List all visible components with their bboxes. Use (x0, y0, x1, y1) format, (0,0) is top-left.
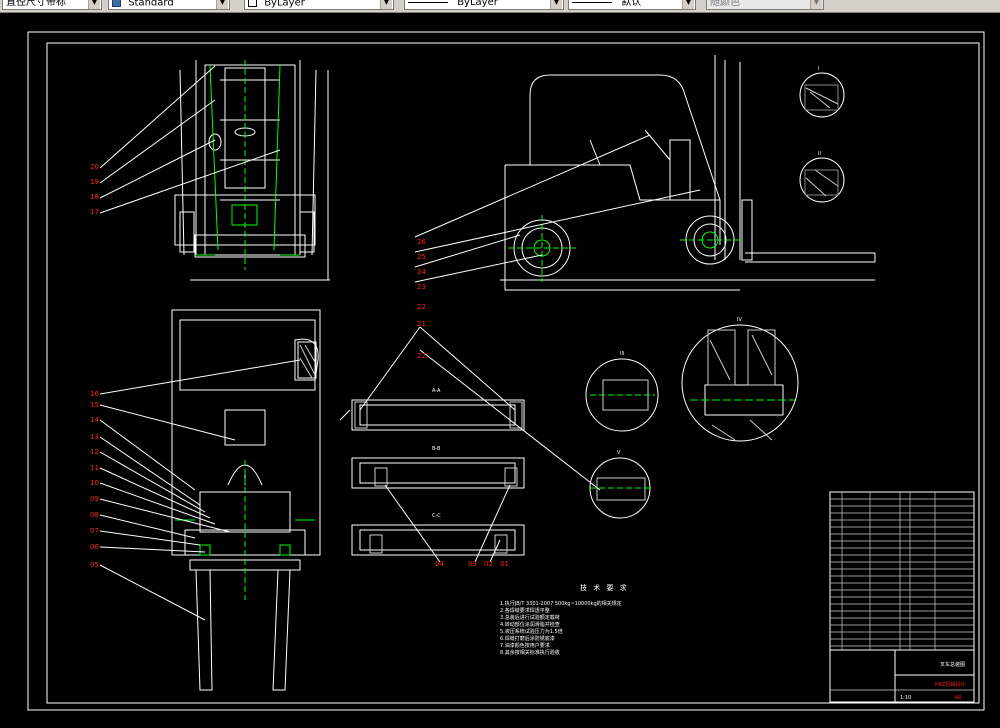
color-value: 随颜色 (710, 0, 740, 8)
leader-label-12[interactable]: 12 (90, 448, 99, 456)
leader-label-22[interactable]: 22 (417, 303, 426, 311)
note-line-1: 1.执行JB/T 3301-2007 500kg~10000kg的相关规定 (500, 600, 622, 607)
leader-label-14[interactable]: 14 (90, 416, 99, 424)
section-label-iii: III (620, 351, 624, 357)
section-label-a: A-A (432, 388, 441, 394)
layer-color-swatch-icon (248, 0, 257, 7)
technical-notes: 技 术 要 求 1.执行JB/T 3301-2007 500kg~10000kg… (500, 583, 629, 656)
lineweight-select[interactable]: 默认 ▼ (568, 0, 696, 10)
leader-label-20[interactable]: 20 (90, 163, 99, 171)
leader-label-22b[interactable]: 22 (417, 352, 426, 360)
drawing-canvas[interactable]: 20 19 18 17 26 25 24 23 22 21 22 16 15 1… (0, 12, 1000, 728)
section-label-c: C-C (432, 513, 441, 519)
dimstyle-select[interactable]: 直径尺寸带标 ▼ (2, 0, 102, 10)
chevron-down-icon[interactable]: ▼ (88, 0, 100, 9)
leader-labels: 20 19 18 17 26 25 24 23 22 21 22 16 15 1… (90, 163, 509, 569)
section-labels: A-A B-B C-C I II III IV V (432, 66, 821, 519)
linetype-select[interactable]: ByLayer ▼ (404, 0, 564, 10)
chevron-down-icon[interactable]: ▼ (550, 0, 562, 9)
leader-label-19[interactable]: 19 (90, 178, 99, 186)
chevron-down-icon[interactable]: ▼ (810, 0, 822, 9)
drawing-school: HKZ机械设计 (935, 681, 965, 688)
sheet-border (27, 31, 985, 711)
title-block (829, 491, 975, 703)
textstyle-select[interactable]: Standard ▼ (108, 0, 230, 10)
leader-label-26[interactable]: 26 (417, 238, 426, 246)
drawing-scale: 1:10 (900, 695, 911, 701)
properties-toolbar: 直径尺寸带标 ▼ Standard ▼ ByLayer ▼ ByLayer ▼ … (0, 0, 1000, 13)
leader-label-02[interactable]: 02 (484, 560, 493, 568)
mid-detail-views (339, 326, 601, 563)
detail-circles (585, 324, 799, 519)
leader-label-06[interactable]: 06 (90, 543, 99, 551)
leader-label-09[interactable]: 09 (90, 495, 99, 503)
linetype-value: ByLayer (457, 0, 498, 8)
chevron-down-icon[interactable]: ▼ (216, 0, 228, 9)
lineweight-value: 默认 (621, 0, 642, 8)
section-label-iv: IV (737, 317, 742, 323)
note-line-8: 8.其余按相关标准执行验收 (500, 649, 560, 656)
leader-label-16[interactable]: 16 (90, 390, 99, 398)
drawing-sheet: A0 (955, 695, 962, 701)
note-line-2: 2.各焊缝要求焊透平整 (500, 607, 550, 614)
section-label-ii: II (818, 151, 821, 157)
leader-label-25[interactable]: 25 (417, 253, 426, 261)
leader-label-15[interactable]: 15 (90, 401, 99, 409)
textstyle-value: Standard (128, 0, 174, 9)
leader-label-13[interactable]: 13 (90, 433, 99, 441)
section-circles-top (799, 72, 845, 203)
layer-value: ByLayer (264, 0, 305, 9)
leader-label-23[interactable]: 23 (417, 283, 426, 291)
note-line-5: 5.液压系统试验压力为1.5倍 (500, 628, 563, 635)
layer-select[interactable]: ByLayer ▼ (244, 0, 394, 10)
leader-label-04[interactable]: 04 (435, 560, 444, 568)
lineweight-preview-icon (572, 1, 612, 3)
notes-title: 技 术 要 求 (580, 583, 629, 592)
section-label-i: I (818, 66, 819, 72)
leader-label-21[interactable]: 21 (417, 320, 426, 328)
chevron-down-icon[interactable]: ▼ (682, 0, 694, 9)
dimstyle-value: 直径尺寸带标 (6, 0, 66, 8)
side-view (414, 55, 876, 291)
leader-label-11[interactable]: 11 (90, 464, 99, 472)
note-line-6: 6.焊缝打磨后涂防锈底漆 (500, 635, 555, 642)
leader-label-07[interactable]: 07 (90, 527, 99, 535)
drawing-frame (46, 42, 980, 704)
title-block-text: 叉车总装图 HKZ机械设计 1:10 A0 (900, 661, 965, 701)
color-select[interactable]: 随颜色 ▼ (706, 0, 824, 10)
leader-label-24[interactable]: 24 (417, 268, 426, 276)
leader-label-08[interactable]: 08 (90, 511, 99, 519)
linetype-preview-icon (408, 1, 448, 3)
chevron-down-icon[interactable]: ▼ (380, 0, 392, 9)
note-line-3: 3.总装后进行试验额定载荷 (500, 614, 560, 621)
leader-label-03[interactable]: 03 (468, 560, 477, 568)
front-view (99, 309, 321, 691)
leader-label-17[interactable]: 17 (90, 208, 99, 216)
top-view (99, 60, 330, 281)
note-line-4: 4.转动部位涂润滑脂并检查 (500, 621, 560, 628)
section-label-b: B-B (432, 446, 441, 452)
drawing-name: 叉车总装图 (940, 661, 965, 668)
leader-label-01[interactable]: 01 (500, 560, 509, 568)
note-line-7: 7.油漆颜色按用户要求 (500, 642, 550, 649)
leader-label-18[interactable]: 18 (90, 193, 99, 201)
leader-label-05[interactable]: 05 (90, 561, 99, 569)
section-label-v: V (617, 450, 621, 456)
text-style-icon (112, 0, 121, 7)
leader-label-10[interactable]: 10 (90, 479, 99, 487)
